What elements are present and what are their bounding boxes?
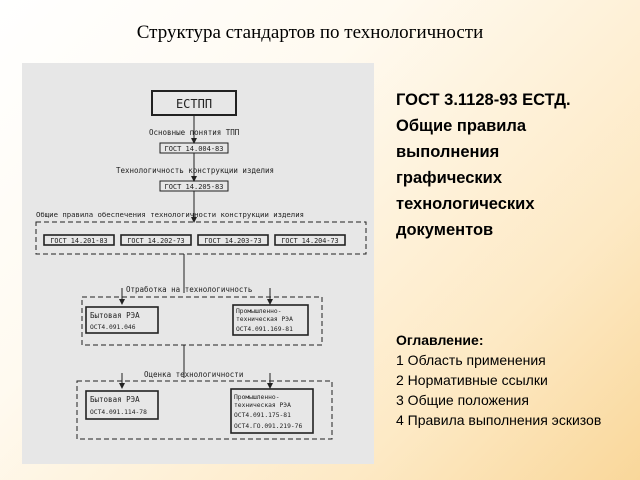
document-title-line: выполнения bbox=[396, 143, 500, 161]
testing-left-title: Бытовая РЭА bbox=[90, 311, 140, 320]
assess-right-code-2: ОСТ4.ГО.091.219-76 bbox=[234, 423, 302, 430]
testing-left-code: ОСТ4.091.046 bbox=[90, 324, 136, 331]
label-basic: Основные понятия ТПП bbox=[149, 128, 240, 137]
gost-row-box-4 bbox=[274, 234, 346, 246]
gost-basic-label: ГОСТ 14.004-83 bbox=[164, 145, 223, 153]
assessment-group bbox=[76, 380, 333, 440]
assess-left-code: ОСТ4.091.114-78 bbox=[90, 409, 147, 416]
assess-right-code-1: ОСТ4.091.175-81 bbox=[234, 412, 291, 419]
toc-item: 4 Правила выполнения эскизов bbox=[396, 412, 602, 428]
gost-row-label-1: ГОСТ 14.201-83 bbox=[50, 237, 107, 245]
document-title-line: ГОСТ 3.1128-93 ЕСТД. bbox=[396, 91, 571, 109]
toc-item: 3 Общие положения bbox=[396, 392, 529, 408]
gost-row-box-1 bbox=[43, 234, 115, 246]
label-general: Общие правила обеспечения технологичност… bbox=[36, 210, 304, 219]
document-title-line: документов bbox=[396, 221, 494, 239]
table-of-contents: Оглавление: 1 Область применения 2 Норма… bbox=[396, 330, 636, 430]
gost-row-label-4: ГОСТ 14.204-73 bbox=[281, 237, 338, 245]
assess-right-title-2: техническая РЭА bbox=[234, 402, 291, 409]
gost-row-box-3 bbox=[197, 234, 269, 246]
assess-right-title-1: Промышленно- bbox=[234, 394, 280, 401]
estpp-label: ЕСТПП bbox=[176, 97, 212, 111]
toc-heading: Оглавление: bbox=[396, 332, 484, 348]
testing-right-title-2: техническая РЭА bbox=[236, 316, 293, 323]
document-title-line: графических bbox=[396, 169, 503, 187]
document-title: ГОСТ 3.1128-93 ЕСТД. Общие правила выпол… bbox=[396, 87, 636, 243]
standards-structure-diagram: ЕСТПП Основные понятия ТПП ГОСТ 14.004-8… bbox=[22, 63, 374, 464]
label-design: Технологичность конструкции изделия bbox=[116, 166, 274, 175]
assess-left-box bbox=[85, 390, 159, 420]
testing-right-code: ОСТ4.091.169-81 bbox=[236, 326, 293, 333]
document-title-line: Общие правила bbox=[396, 117, 527, 135]
general-rules-group bbox=[35, 221, 367, 255]
toc-item: 2 Нормативные ссылки bbox=[396, 372, 548, 388]
gost-row-label-3: ГОСТ 14.203-73 bbox=[204, 237, 261, 245]
gost-row-label-2: ГОСТ 14.202-73 bbox=[127, 237, 184, 245]
testing-left-box bbox=[85, 306, 159, 334]
gost-row-box-2 bbox=[120, 234, 192, 246]
assess-right-box bbox=[230, 388, 314, 434]
testing-right-box bbox=[232, 304, 309, 336]
testing-group bbox=[81, 296, 323, 346]
slide-title: Структура стандартов по технологичности bbox=[136, 22, 484, 43]
toc-item: 1 Область применения bbox=[396, 352, 546, 368]
gost-design-label: ГОСТ 14.205-83 bbox=[164, 183, 223, 191]
document-title-line: технологических bbox=[396, 195, 535, 213]
testing-right-title-1: Промышленно- bbox=[236, 308, 282, 315]
label-testing: Отработка на технологичность bbox=[126, 285, 252, 294]
diagram-svg: ЕСТПП Основные понятия ТПП ГОСТ 14.004-8… bbox=[35, 90, 367, 440]
assess-left-title: Бытовая РЭА bbox=[90, 395, 140, 404]
label-assessment: Оценка технологичности bbox=[144, 370, 243, 379]
